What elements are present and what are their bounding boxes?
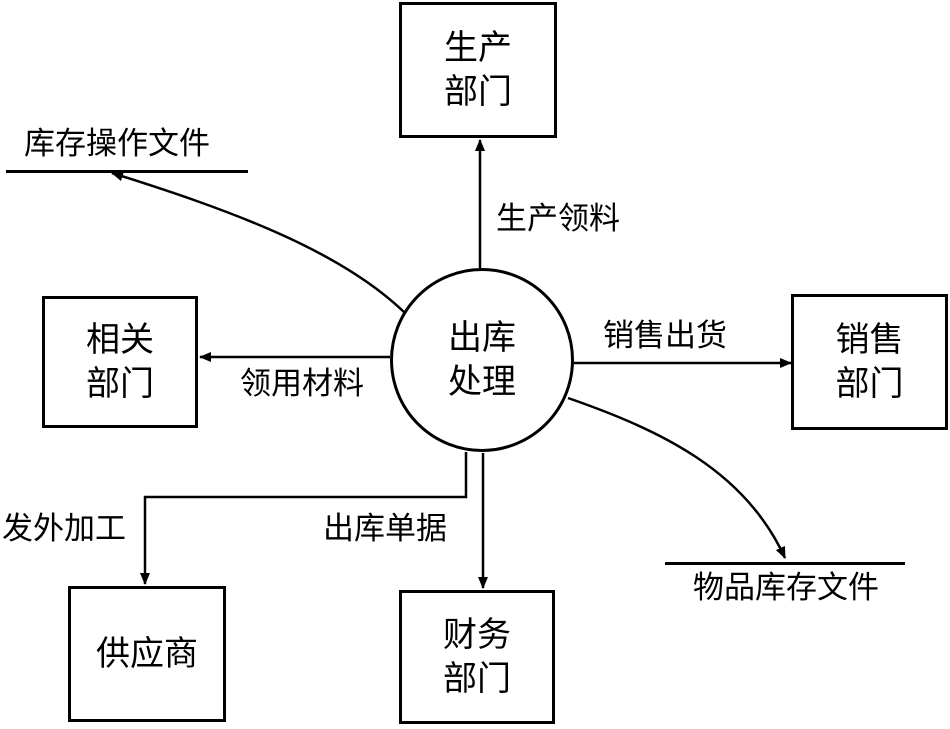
entity-sales-dept: 销售 部门 <box>791 294 948 430</box>
process-label-line1: 出库 <box>448 318 516 358</box>
process-outbound-handling: 出库 处理 <box>390 268 574 452</box>
entity-label-line2: 部门 <box>835 364 904 404</box>
entity-label-line2: 部门 <box>444 72 512 112</box>
entity-production-dept: 生产 部门 <box>399 2 557 138</box>
flow-label-outsourcing: 发外加工 <box>2 511 126 547</box>
store-item-stock-file-line <box>665 562 905 565</box>
entity-label-line2: 部门 <box>86 364 154 404</box>
arrow-to-item-stock-file <box>567 396 787 559</box>
entity-label-line1: 销售 <box>835 320 904 360</box>
entity-related-dept: 相关 部门 <box>42 296 198 428</box>
arrow-to-stock-operation-file <box>111 171 406 314</box>
flow-label-sales-shipment: 销售出货 <box>603 318 727 354</box>
flow-label-material-requisition: 领用材料 <box>240 366 364 402</box>
entity-finance-dept: 财务 部门 <box>399 590 555 724</box>
entity-supplier: 供应商 <box>68 586 226 722</box>
entity-label-line1: 生产 <box>444 28 512 68</box>
arrow-to-supplier <box>140 452 468 585</box>
store-stock-operation-file-line <box>6 170 248 173</box>
entity-label-line1: 供应商 <box>96 634 198 674</box>
flow-label-delivery-note: 出库单据 <box>323 511 447 547</box>
entity-label-line1: 财务 <box>443 615 511 655</box>
flow-label-production-picking: 生产领料 <box>496 201 620 237</box>
store-stock-operation-file-label: 库存操作文件 <box>24 126 210 162</box>
process-label-line2: 处理 <box>448 362 516 402</box>
entity-label-line1: 相关 <box>86 320 154 360</box>
store-item-stock-file-label: 物品库存文件 <box>693 570 879 606</box>
entity-label-line2: 部门 <box>443 659 511 699</box>
